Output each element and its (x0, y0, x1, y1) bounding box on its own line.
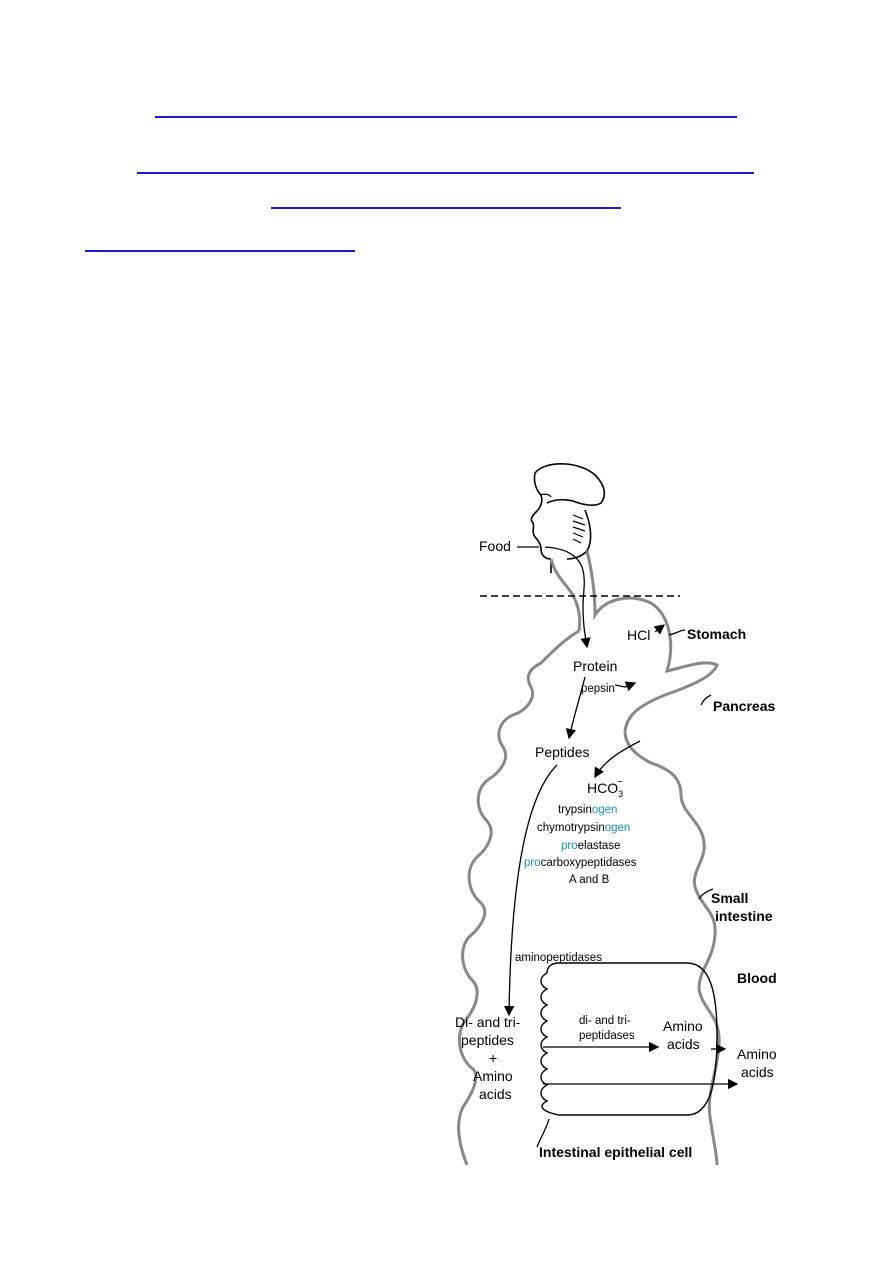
arrows (503, 546, 739, 1148)
heading-rule-4 (85, 250, 355, 252)
label-amino-1: Amino (473, 1068, 513, 1084)
label-food: Food (479, 538, 511, 554)
label-di-tri-2: peptides (461, 1032, 514, 1048)
label-cell-amino-1: Amino (663, 1018, 703, 1034)
label-stomach: Stomach (687, 626, 746, 642)
head-illustration (530, 463, 606, 573)
label-small: Small (711, 890, 748, 906)
label-protein: Protein (573, 658, 617, 674)
label-cell-enzyme-1: di- and tri- (579, 1015, 631, 1027)
label-blood: Blood (737, 970, 777, 986)
heading-rule-3 (271, 207, 621, 209)
label-a-and-b: A and B (569, 874, 610, 886)
label-peptides: Peptides (535, 744, 589, 760)
label-hcl: HCl (627, 627, 650, 643)
label-di-tri-1: Di- and tri- (455, 1014, 521, 1030)
label-bicarbonate: HCO3− (587, 777, 623, 799)
label-intestine: intestine (715, 908, 773, 924)
label-amino-2: acids (479, 1086, 512, 1102)
label-aminopeptidases: aminopeptidases (515, 952, 602, 964)
protein-digestion-diagram: Food HCl Stomach Protein pepsin Pancreas… (455, 455, 795, 1165)
heading-rule-2 (137, 172, 754, 174)
epithelial-cell (540, 962, 718, 1116)
label-blood-amino-2: acids (741, 1064, 774, 1080)
heading-rule-1 (155, 116, 737, 118)
label-procarboxypeptidases: procarboxypeptidases (524, 857, 637, 869)
label-trypsinogen: trypsinogen (558, 804, 617, 816)
diagram-svg: Food HCl Stomach Protein pepsin Pancreas… (455, 463, 777, 1165)
label-pancreas: Pancreas (713, 698, 775, 714)
label-cell-enzyme-2: peptidases (579, 1030, 635, 1042)
label-plus: + (489, 1050, 497, 1066)
label-pepsin: pepsin (581, 683, 615, 695)
label-epithelial-cell: Intestinal epithelial cell (539, 1144, 692, 1160)
label-chymotrypsinogen: chymotrypsinogen (537, 822, 630, 834)
gi-tract-outline (457, 550, 721, 1165)
label-proelastase: proelastase (561, 840, 620, 852)
label-cell-amino-2: acids (667, 1036, 700, 1052)
label-blood-amino-1: Amino (737, 1046, 777, 1062)
